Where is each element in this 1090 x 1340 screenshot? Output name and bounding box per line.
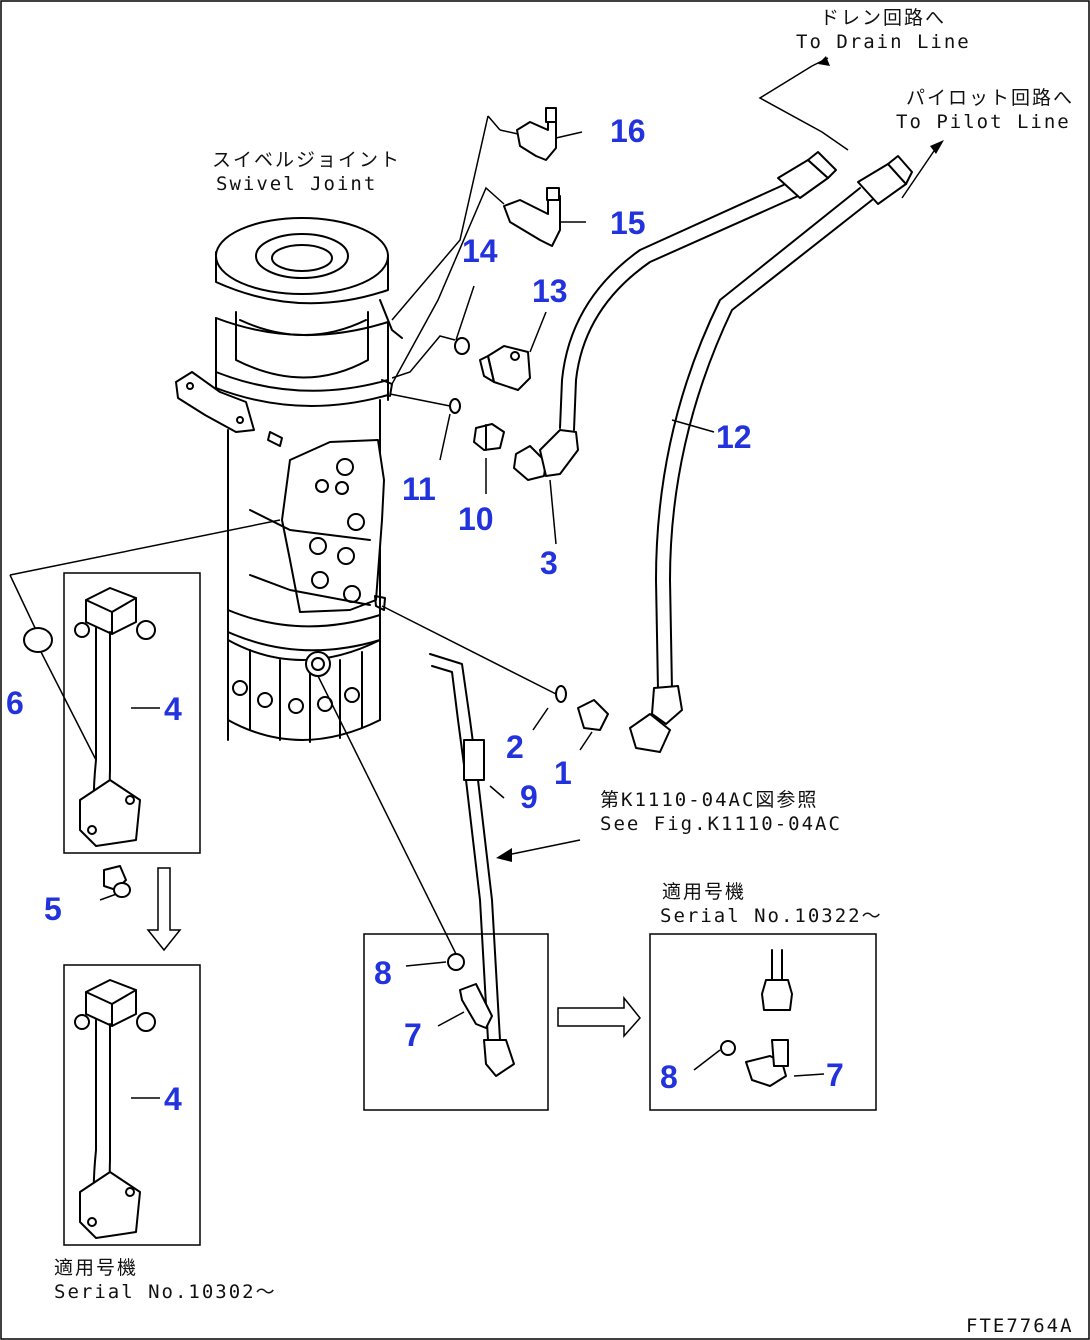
part-1-adapter xyxy=(577,699,609,731)
callout-1: 1 xyxy=(554,755,572,791)
part-10-adapter xyxy=(473,423,505,451)
callout-8-left: 8 xyxy=(374,955,392,991)
part-11-oring xyxy=(449,398,461,414)
part-15-elbow xyxy=(503,187,561,247)
callout-8-right: 8 xyxy=(660,1059,678,1095)
drain-note-jp: ドレン回路へ xyxy=(820,7,946,29)
callouts: 16 15 14 13 12 11 10 3 6 4 2 1 9 5 8 7 8… xyxy=(6,113,844,1117)
callout-11: 11 xyxy=(402,471,436,507)
callout-4-upper: 4 xyxy=(164,691,182,727)
callout-3: 3 xyxy=(540,545,558,581)
callout-5: 5 xyxy=(44,891,62,927)
serial-a-en: Serial No.10322～ xyxy=(660,905,883,927)
serial-b-en: Serial No.10302～ xyxy=(54,1281,277,1303)
ref-note-jp: 第K1110-04AC図参照 xyxy=(600,789,818,811)
down-arrow xyxy=(146,867,182,952)
drain-note-en: To Drain Line xyxy=(796,31,971,53)
serial-a-jp: 適用号機 xyxy=(662,881,746,903)
part-9-tube xyxy=(429,653,515,1077)
callout-13: 13 xyxy=(532,273,568,309)
pilot-note-en: To Pilot Line xyxy=(896,111,1071,133)
callout-15: 15 xyxy=(610,205,646,241)
part-2-oring xyxy=(555,685,567,703)
callout-10: 10 xyxy=(458,501,494,537)
part-5-bolt xyxy=(103,865,131,898)
detail-box-right xyxy=(649,933,877,1111)
detail-box-left xyxy=(363,933,549,1111)
callout-6: 6 xyxy=(6,685,24,721)
callout-7-right: 7 xyxy=(826,1057,844,1093)
leader-lines xyxy=(9,56,944,1099)
callout-14: 14 xyxy=(462,233,498,269)
part-14-oring xyxy=(454,337,470,355)
drain-hose xyxy=(559,151,837,431)
part-16-elbow xyxy=(499,107,557,161)
notes: ドレン回路へ To Drain Line パイロット回路へ To Pilot L… xyxy=(54,7,1074,1337)
part-6-plug xyxy=(23,627,53,653)
callout-7-left: 7 xyxy=(404,1017,422,1053)
pilot-hose xyxy=(629,155,913,753)
callout-12: 12 xyxy=(716,419,752,455)
swivel-note-jp: スイベルジョイント xyxy=(212,149,401,171)
serial-b-jp: 適用号機 xyxy=(54,1257,138,1279)
pilot-note-jp: パイロット回路へ xyxy=(906,87,1074,109)
swivel-joint xyxy=(175,217,403,743)
part-13-block xyxy=(479,345,531,391)
part-4-box-lower xyxy=(63,964,201,1246)
callout-2: 2 xyxy=(506,729,524,765)
part-3-elbow xyxy=(513,429,579,481)
figure-code: FTE7764A xyxy=(966,1315,1074,1337)
swivel-note-en: Swivel Joint xyxy=(216,173,377,195)
callout-16: 16 xyxy=(610,113,646,149)
part-4-box-upper xyxy=(63,572,201,854)
ref-note-en: See Fig.K1110-04AC xyxy=(600,813,842,835)
callout-4-lower: 4 xyxy=(164,1081,182,1117)
right-arrow xyxy=(557,995,641,1038)
callout-9: 9 xyxy=(520,779,538,815)
